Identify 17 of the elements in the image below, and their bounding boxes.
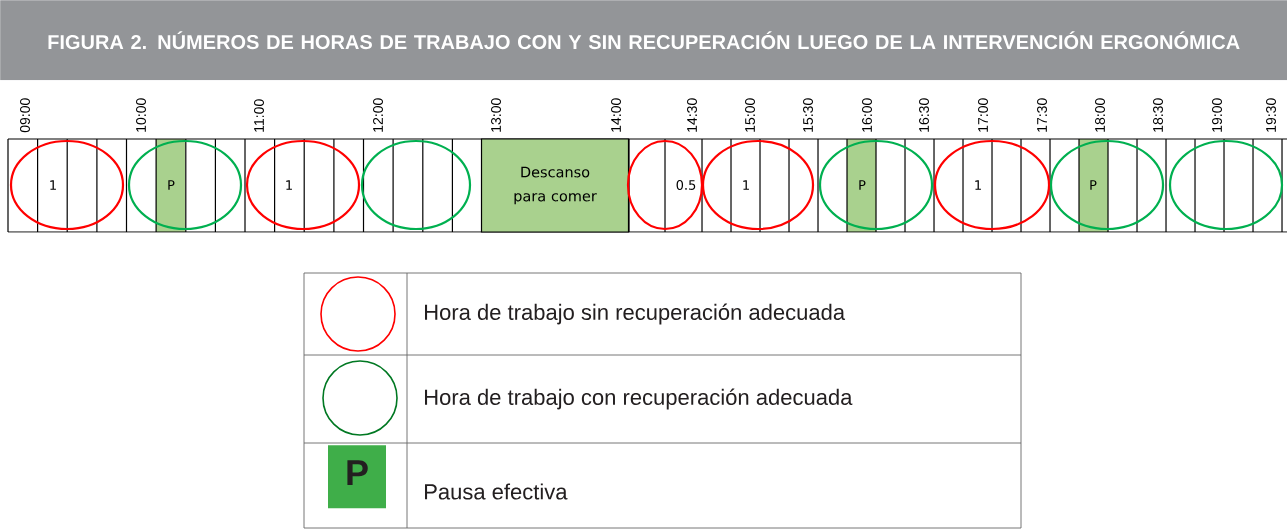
time-label: 12:00 [373, 98, 383, 132]
time-label: 18:30 [1153, 98, 1163, 132]
legend-text: Hora de trabajo sin recuperación adecuada [425, 303, 846, 325]
hour-ellipse [1168, 139, 1284, 231]
time-label: 15:30 [803, 98, 813, 132]
time-label: 16:30 [919, 98, 929, 132]
time-label: 14:00 [611, 98, 621, 132]
time-label: 17:30 [1037, 98, 1047, 132]
title-bar: FIGURA 2. NÚMEROS DE HORAS DE TRABAJO CON Y SIN RECUPERACIÓN LUEGO DE LA INTERVENCIÓN ERGONÓMICA [0, 0, 1287, 81]
legend-text: Pausa efectiva [425, 483, 568, 500]
lunch-break-box: Descanso para comer [480, 138, 630, 233]
legend-text: Hora de trabajo con recuperación adecuada [425, 388, 853, 410]
time-label: 14:30 [687, 98, 697, 132]
time-label: 11:00 [254, 99, 264, 132]
time-label: 10:00 [136, 98, 146, 132]
hour-ellipse [360, 139, 472, 231]
time-label: 13:00 [491, 98, 501, 132]
